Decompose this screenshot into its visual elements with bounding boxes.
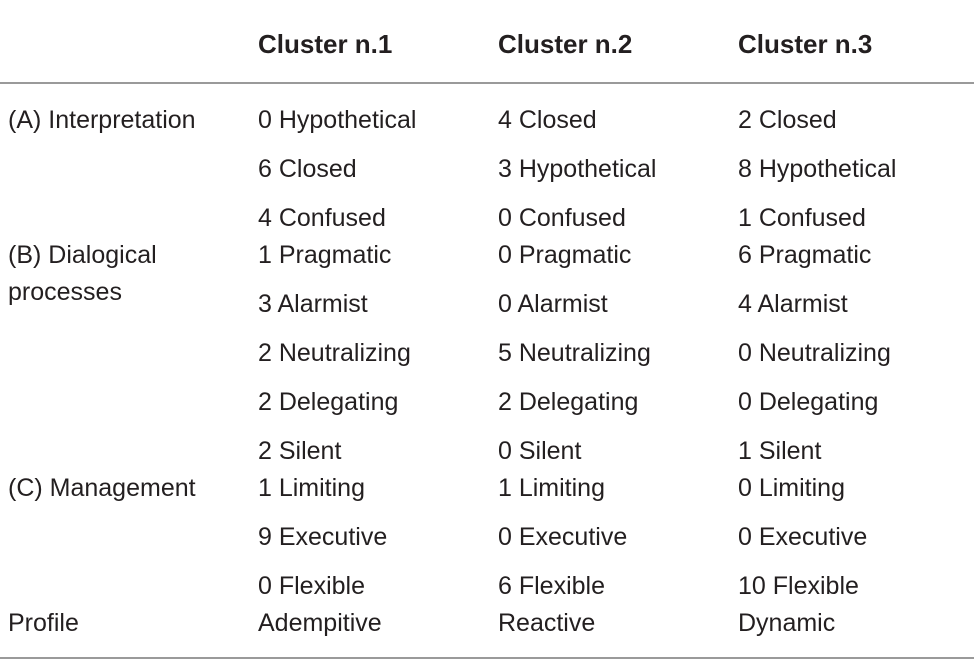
table-cell: 8 Hypothetical bbox=[738, 155, 897, 183]
table-cell: 4 Alarmist bbox=[738, 290, 848, 318]
table-cell: 1 Limiting bbox=[498, 474, 605, 502]
footer-rule bbox=[0, 657, 974, 659]
header-rule bbox=[0, 82, 974, 84]
table-cell: 1 Silent bbox=[738, 437, 822, 465]
header-cluster-1: Cluster n.1 bbox=[258, 29, 393, 59]
header-cluster-2: Cluster n.2 bbox=[498, 29, 633, 59]
table-cell: 0 Alarmist bbox=[498, 290, 608, 318]
table-cell: 0 Confused bbox=[498, 204, 626, 232]
table-cell: 1 Pragmatic bbox=[258, 241, 392, 269]
table-cell: 6 Flexible bbox=[498, 572, 605, 600]
table-cell: 9 Executive bbox=[258, 523, 388, 551]
table-cell: Reactive bbox=[498, 609, 596, 637]
table-cell: 2 Delegating bbox=[498, 388, 639, 416]
table-cell: 0 Flexible bbox=[258, 572, 365, 600]
table-cell: 2 Silent bbox=[258, 437, 342, 465]
table-cell: 0 Executive bbox=[738, 523, 868, 551]
section-label-dialogical-line-2: processes bbox=[8, 278, 122, 306]
table-cell: 2 Delegating bbox=[258, 388, 399, 416]
section-label-profile: Profile bbox=[8, 609, 79, 637]
table-cell: Dynamic bbox=[738, 609, 836, 637]
table-cell: 5 Neutralizing bbox=[498, 339, 651, 367]
table-cell: 0 Pragmatic bbox=[498, 241, 632, 269]
table-cell: 1 Confused bbox=[738, 204, 866, 232]
section-label-dialogical-line-1: (B) Dialogical bbox=[8, 241, 157, 269]
table-cell: 2 Neutralizing bbox=[258, 339, 411, 367]
table-cell: 6 Closed bbox=[258, 155, 357, 183]
table-cell: 1 Limiting bbox=[258, 474, 365, 502]
table-cell: 0 Limiting bbox=[738, 474, 845, 502]
table-cell: 4 Confused bbox=[258, 204, 386, 232]
table-cell: 10 Flexible bbox=[738, 572, 859, 600]
table-cell: Adempitive bbox=[258, 609, 382, 637]
section-label-management: (C) Management bbox=[8, 474, 196, 502]
header-cluster-3: Cluster n.3 bbox=[738, 29, 873, 59]
table-cell: 3 Alarmist bbox=[258, 290, 368, 318]
table-cell: 0 Delegating bbox=[738, 388, 879, 416]
table-cell: 6 Pragmatic bbox=[738, 241, 872, 269]
table-cell: 0 Hypothetical bbox=[258, 106, 417, 134]
table-cell: 0 Neutralizing bbox=[738, 339, 891, 367]
table-cell: 0 Executive bbox=[498, 523, 628, 551]
table-cell: 0 Silent bbox=[498, 437, 582, 465]
table-cell: 2 Closed bbox=[738, 106, 837, 134]
table-cell: 4 Closed bbox=[498, 106, 597, 134]
section-label-interpretation: (A) Interpretation bbox=[8, 106, 196, 134]
table-cell: 3 Hypothetical bbox=[498, 155, 657, 183]
